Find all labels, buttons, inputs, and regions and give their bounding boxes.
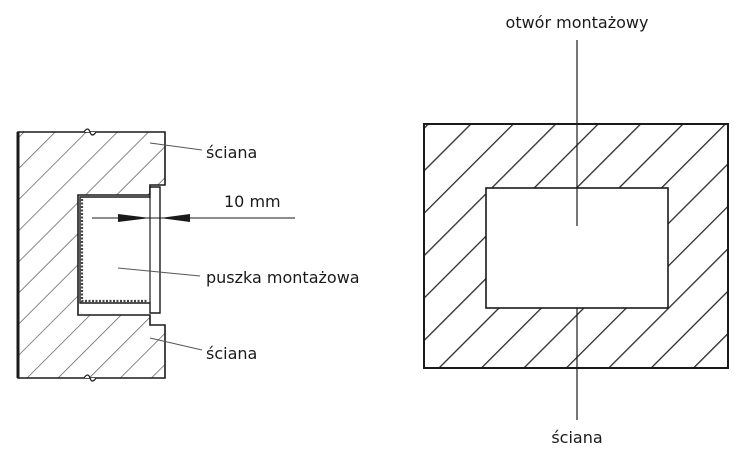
wall-section-hatched — [17, 131, 166, 379]
label-gap: 10 mm — [224, 192, 281, 211]
leader-wall-top — [149, 142, 203, 151]
dimension-arrow-right — [160, 214, 190, 222]
label-mounting-box: puszka montażowa — [206, 268, 360, 287]
label-wall-bottom: ściana — [206, 344, 257, 363]
section-view: ściana 10 mm puszka montażowa ściana — [16, 128, 360, 382]
leader-box — [117, 267, 201, 277]
label-wall-front: ściana — [551, 428, 602, 447]
label-mounting-opening: otwór montażowy — [506, 13, 649, 32]
dimension-arrow-left — [118, 214, 150, 222]
break-mark-top — [83, 128, 97, 136]
mounting-box-dotted-wall — [80, 199, 148, 303]
mounting-box-outline — [79, 186, 161, 314]
leader-wall-bottom — [149, 337, 203, 351]
label-wall-top: ściana — [206, 143, 257, 162]
break-mark-bottom — [83, 374, 97, 382]
front-view: otwór montażowy ściana — [423, 13, 729, 447]
